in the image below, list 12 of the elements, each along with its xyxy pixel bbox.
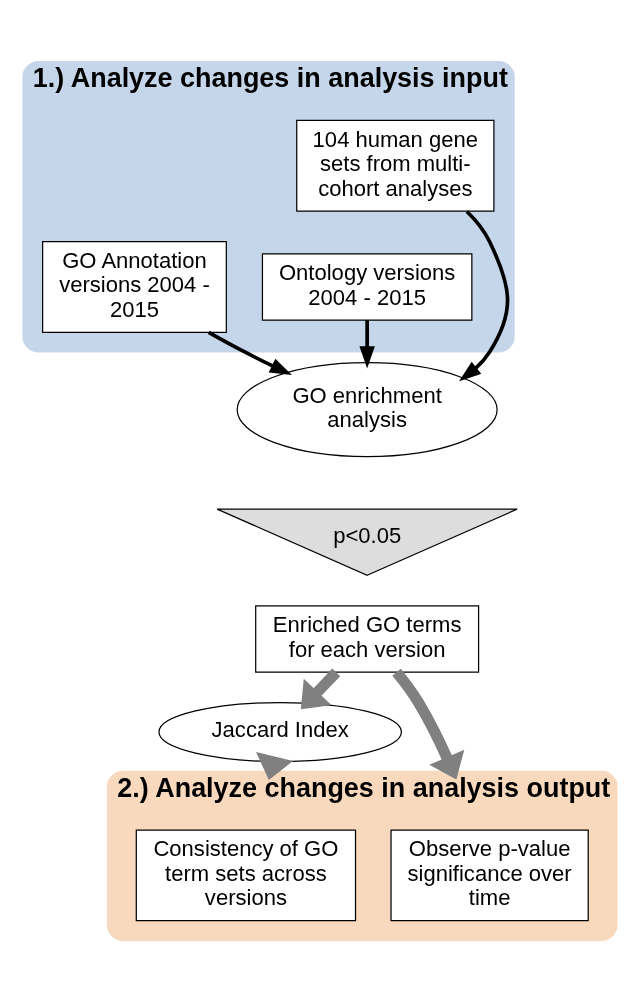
arrow xyxy=(459,209,510,381)
arrow xyxy=(207,330,292,375)
arrow xyxy=(359,319,375,368)
node-box: Ontology versions 2004 - 2015 xyxy=(261,252,473,321)
arrow xyxy=(392,668,465,779)
arrow xyxy=(300,668,341,709)
node-box: 104 human gene sets from multi-cohort analyses xyxy=(296,119,495,212)
node-box: Consistency of GO term sets across versions xyxy=(135,829,357,921)
node-box: Observe p-value significance over time xyxy=(390,829,589,921)
arrow xyxy=(256,751,294,780)
node-box: GO Annotation versions 2004 - 2015 xyxy=(42,240,227,333)
node-box: Enriched GO terms for each version xyxy=(255,604,480,673)
